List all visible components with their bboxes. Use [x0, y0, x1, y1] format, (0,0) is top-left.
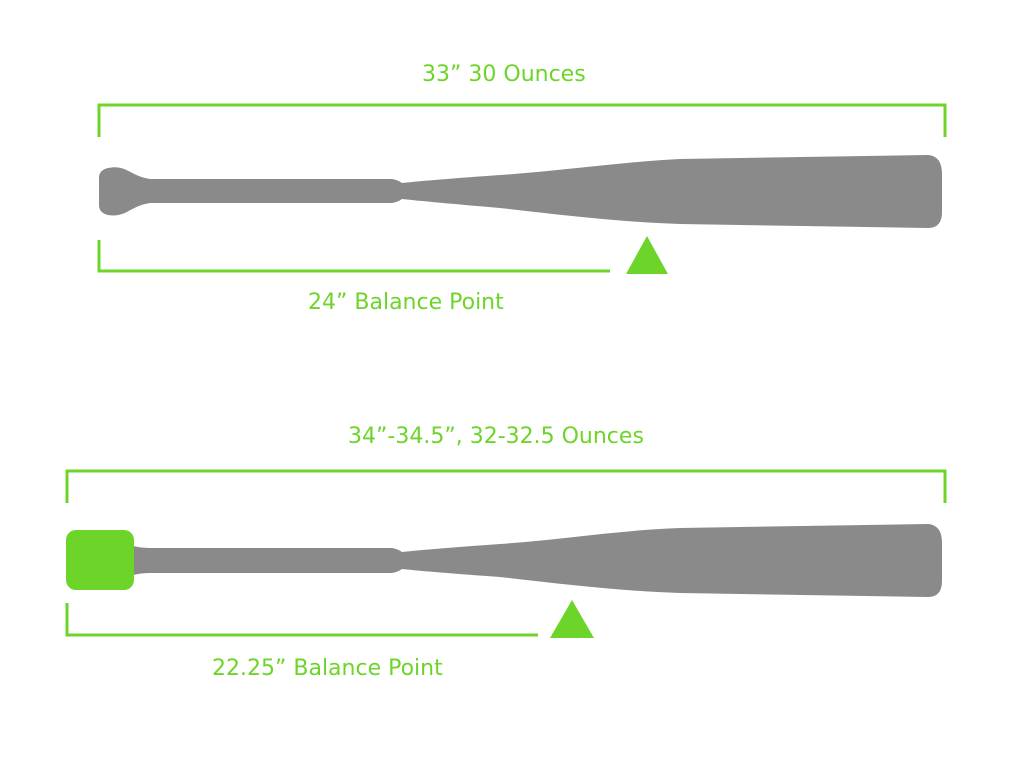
bat-1-length-bracket [97, 103, 947, 137]
bat-2-balance-point-marker [550, 600, 594, 638]
bat-2-weighted-knob [66, 530, 134, 590]
bat-1-group [97, 103, 947, 274]
bat-2-balance-bracket [65, 603, 538, 637]
bat-1-length-weight-label: 33” 30 Ounces [422, 62, 586, 87]
bat-2-balance-point-label: 22.25” Balance Point [212, 656, 443, 681]
bat-1-balance-point-marker [626, 236, 668, 274]
bat-1-body [99, 155, 942, 228]
bat-2-length-bracket [65, 469, 947, 503]
bat-2-body [128, 524, 942, 597]
bat-1-balance-bracket [97, 240, 610, 273]
bat-1-balance-point-label: 24” Balance Point [308, 290, 504, 315]
bat-2-length-weight-label: 34”-34.5”, 32-32.5 Ounces [348, 424, 644, 449]
bat-2-group [65, 469, 947, 638]
